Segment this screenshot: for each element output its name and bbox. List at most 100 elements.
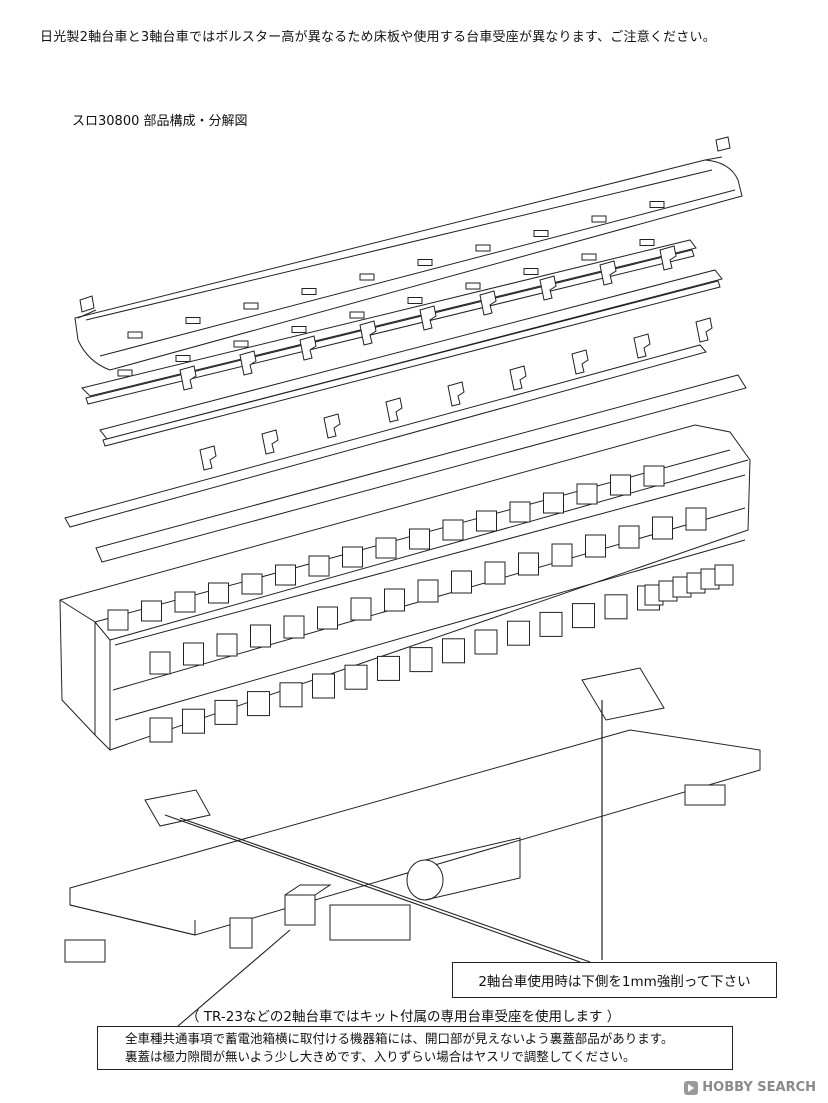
battery-box bbox=[284, 884, 411, 941]
roof-vent bbox=[649, 201, 665, 208]
watermark: HOBBY SEARCH bbox=[684, 1080, 816, 1095]
seat-part bbox=[299, 335, 317, 361]
window-pane-part bbox=[714, 564, 734, 586]
roof-vent bbox=[581, 253, 597, 261]
bolster-plate-upper bbox=[581, 667, 665, 721]
bogie-seat-right bbox=[684, 784, 726, 806]
coupler-parts bbox=[229, 917, 253, 949]
roof-vent bbox=[417, 259, 433, 266]
seat-part bbox=[599, 260, 617, 286]
roof-vent bbox=[465, 282, 481, 290]
interior-floor-upper bbox=[64, 344, 707, 528]
window-pane-part bbox=[312, 673, 335, 699]
body-window-lower bbox=[250, 624, 271, 648]
seat-part bbox=[419, 305, 437, 331]
body-window-upper bbox=[576, 483, 598, 505]
body-window-upper bbox=[509, 501, 531, 523]
body-window-upper bbox=[643, 465, 665, 487]
window-pane-part bbox=[377, 655, 400, 681]
body-window-lower bbox=[685, 507, 707, 531]
window-pane-part bbox=[409, 647, 433, 673]
window-pane-part bbox=[149, 717, 173, 743]
seat-part bbox=[479, 290, 497, 316]
seat-part bbox=[509, 365, 527, 391]
roof-vent bbox=[407, 297, 423, 304]
body-window-upper bbox=[141, 600, 162, 622]
seat-part bbox=[239, 350, 257, 376]
body-window-lower bbox=[518, 552, 539, 576]
seat-part bbox=[323, 413, 341, 439]
seat-part bbox=[571, 349, 589, 375]
roof-vent bbox=[127, 331, 143, 339]
body-window-lower bbox=[350, 597, 372, 621]
window-pane-part bbox=[539, 611, 563, 637]
underfloor-plate bbox=[69, 729, 761, 936]
bogie-seat-left bbox=[64, 939, 106, 963]
roof-end-cap-right bbox=[715, 136, 731, 152]
callout-bogie-seat: （ TR-23などの2軸台車ではキット付属の専用台車受座を使用します ） bbox=[186, 1009, 621, 1025]
diagram-title: スロ30800 部品構成・分解図 bbox=[72, 114, 248, 129]
window-pane-part bbox=[507, 620, 530, 646]
body-window-lower bbox=[216, 633, 238, 657]
body-window-lower bbox=[618, 525, 640, 549]
seat-part bbox=[539, 275, 557, 301]
body-window-lower bbox=[451, 570, 472, 594]
roof-vent bbox=[533, 230, 549, 237]
roof-vent bbox=[359, 273, 375, 281]
body-window-lower bbox=[283, 615, 305, 639]
window-pane-part bbox=[572, 603, 595, 629]
body-window-upper bbox=[107, 609, 129, 631]
callout-common-note: 全車種共通事項で蓄電池箱横に取付ける機器箱には、開口部が見えないよう裏蓋部品があ… bbox=[97, 1026, 733, 1070]
body-window-lower bbox=[384, 588, 405, 612]
window-pane-part bbox=[442, 638, 465, 664]
leader-line-bolster bbox=[164, 814, 581, 963]
body-window-upper bbox=[476, 510, 497, 532]
roof-part bbox=[74, 156, 743, 371]
body-window-upper bbox=[610, 474, 631, 496]
seat-part bbox=[385, 397, 403, 423]
seat-part bbox=[179, 365, 197, 391]
common-note-line2: 裏蓋は極力隙間が無いよう少し大きめです、入りずらい場合はヤスリで調整してください… bbox=[125, 1049, 636, 1064]
seat-part bbox=[199, 445, 217, 471]
roof-vent bbox=[291, 326, 307, 333]
body-window-upper bbox=[208, 582, 229, 604]
window-pane-part bbox=[279, 682, 303, 708]
window-pane-part bbox=[182, 708, 205, 734]
body-window-lower bbox=[484, 561, 506, 585]
top-note: 日光製2軸台車と3軸台車ではボルスター高が異なるため床板や使用する台車受座が異な… bbox=[40, 30, 716, 45]
window-pane-part bbox=[474, 629, 498, 655]
window-pane-part bbox=[604, 594, 628, 620]
roof-end-cap-left bbox=[79, 295, 95, 313]
body-window-upper bbox=[241, 573, 263, 595]
body-window-lower bbox=[149, 651, 171, 675]
common-note-line1: 全車種共通事項で蓄電池箱横に取付ける機器箱には、開口部が見えないよう裏蓋部品があ… bbox=[125, 1031, 674, 1046]
roof-vent bbox=[185, 317, 201, 324]
roof-vent bbox=[523, 268, 539, 275]
body-window-upper bbox=[275, 564, 296, 586]
seat-part bbox=[659, 245, 677, 271]
callout-floor-cut: 2軸台車使用時は下側を1mm強削って下さい bbox=[452, 962, 777, 998]
body-window-lower bbox=[183, 642, 204, 666]
body-window-lower bbox=[652, 516, 673, 540]
body-window-upper bbox=[342, 546, 363, 568]
body-window-lower bbox=[417, 579, 439, 603]
roof-vents-row bbox=[117, 201, 665, 377]
roof-vent bbox=[117, 369, 133, 377]
seat-part bbox=[359, 320, 377, 346]
body-window-upper bbox=[174, 591, 196, 613]
seat-part bbox=[695, 317, 713, 343]
water-tank bbox=[406, 837, 521, 901]
window-pane-part bbox=[247, 691, 270, 717]
roof-vent bbox=[475, 244, 491, 252]
seat-part bbox=[633, 333, 651, 359]
seat-part bbox=[261, 429, 279, 455]
roof-vent bbox=[591, 215, 607, 223]
seat-rail-lower bbox=[99, 269, 723, 447]
roof-vent bbox=[639, 239, 655, 246]
bolster-plate-lower bbox=[144, 789, 211, 827]
roof-vent bbox=[175, 355, 191, 362]
roof-vent bbox=[349, 311, 365, 319]
body-window-upper bbox=[308, 555, 330, 577]
seat-part bbox=[447, 381, 465, 407]
